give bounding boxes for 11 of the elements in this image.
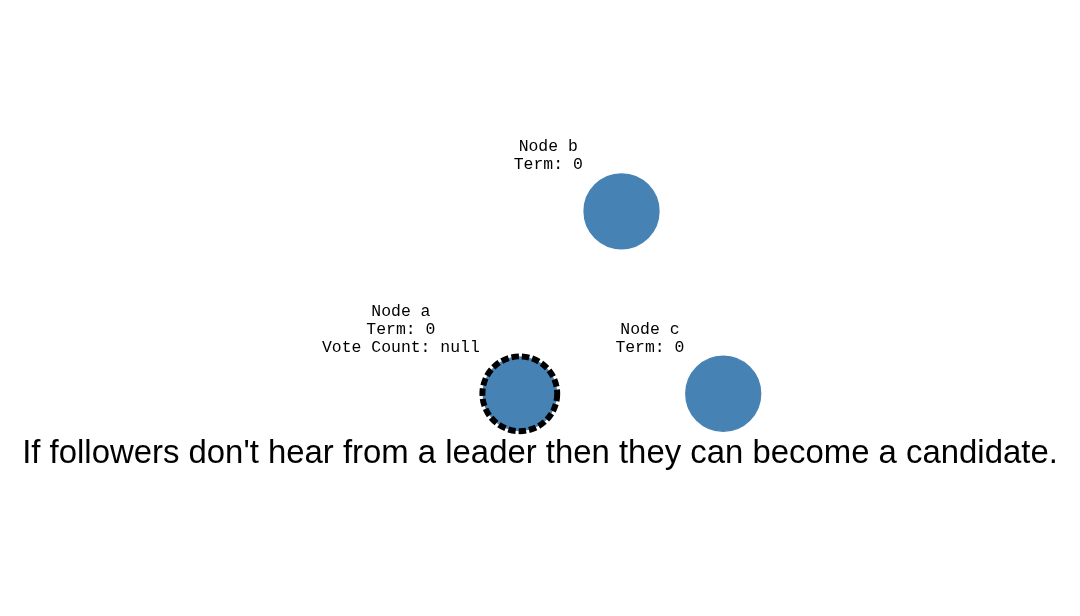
node-label: Node c: [620, 319, 680, 339]
node-label: Term: 0: [513, 154, 583, 174]
node-label: Term: 0: [615, 337, 685, 357]
caption: If followers don't hear from a leader then they can become a candidate.: [22, 432, 1058, 470]
node-label: Vote Count: null: [321, 337, 480, 357]
node-circle: [583, 172, 660, 249]
node-label: Term: 0: [366, 319, 436, 339]
node-circle: [479, 352, 561, 434]
node-label: Node a: [371, 301, 431, 321]
node-label: Node b: [518, 136, 578, 156]
node-circle: [685, 355, 762, 432]
